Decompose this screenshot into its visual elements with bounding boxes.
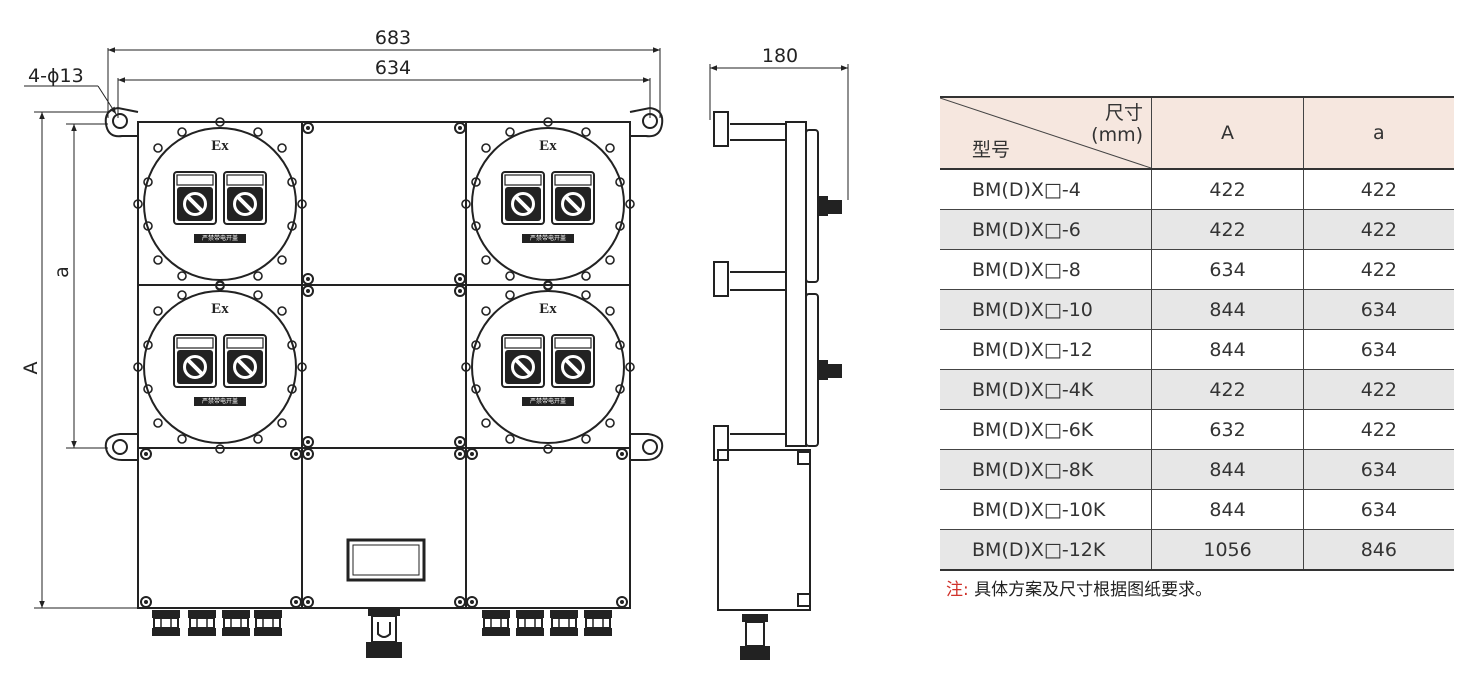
value-A-cell: 844 xyxy=(1151,489,1304,530)
corner-diagonal xyxy=(940,98,1151,168)
model-cell: BM(D)X□-12K xyxy=(940,529,1152,571)
column-header-a: a xyxy=(1302,96,1454,170)
value-a-cell: 634 xyxy=(1302,289,1454,330)
value-A-cell: 634 xyxy=(1151,249,1304,290)
side-view: 180 xyxy=(709,45,849,660)
warning-plate-text: 严禁带电开盖 xyxy=(202,397,238,405)
table-row: BM(D)X□-10K 844 634 xyxy=(940,489,1454,530)
model-cell: BM(D)X□-12 xyxy=(940,329,1152,370)
dim-hole-spacing: 634 xyxy=(117,57,651,118)
mounting-ears xyxy=(104,106,664,461)
table-row: BM(D)X□-10 844 634 xyxy=(940,289,1454,330)
note-label: 注: xyxy=(946,580,969,600)
warning-plate-text: 严禁带电开盖 xyxy=(530,234,566,242)
dim-side-depth: 180 xyxy=(709,45,849,200)
table-row: BM(D)X□-8 634 422 xyxy=(940,249,1454,290)
model-cell: BM(D)X□-6K xyxy=(940,409,1152,450)
table-row: BM(D)X□-12K 1056 846 xyxy=(940,529,1454,571)
table-row: BM(D)X□-12 844 634 xyxy=(940,329,1454,370)
column-header-A: A xyxy=(1151,96,1304,170)
value-A-cell: 422 xyxy=(1151,369,1304,410)
table-row: BM(D)X□-4K 422 422 xyxy=(940,369,1454,410)
value-A-cell: 632 xyxy=(1151,409,1304,450)
corner-model-label: 型号 xyxy=(972,139,1011,161)
ex-mark: Ex xyxy=(539,301,557,317)
model-cell: BM(D)X□-4 xyxy=(940,169,1152,210)
value-A-cell: 1056 xyxy=(1151,529,1304,571)
overall-width-label: 683 xyxy=(375,27,411,49)
ex-mark: Ex xyxy=(211,138,229,154)
dim-inner-height: a xyxy=(51,123,108,449)
table-header-row: 尺寸 (mm) 型号 A a xyxy=(940,96,1454,170)
table-corner-cell: 尺寸 (mm) 型号 xyxy=(940,96,1152,170)
model-cell: BM(D)X□-6 xyxy=(940,209,1152,250)
dim-hole-spec: 4-ϕ13 xyxy=(24,65,117,115)
value-A-cell: 422 xyxy=(1151,169,1304,210)
ex-mark: Ex xyxy=(539,138,557,154)
dim-overall-width: 683 xyxy=(107,27,661,118)
value-a-cell: 422 xyxy=(1302,169,1454,210)
value-A-cell: 844 xyxy=(1151,329,1304,370)
value-A-cell: 422 xyxy=(1151,209,1304,250)
hole-spec-label: 4-ϕ13 xyxy=(28,65,84,87)
note-text: 具体方案及尺寸根据图纸要求。 xyxy=(974,580,1213,600)
main-gland xyxy=(366,608,402,658)
value-a-cell: 846 xyxy=(1302,529,1454,571)
model-cell: BM(D)X□-4K xyxy=(940,369,1152,410)
value-a-cell: 634 xyxy=(1302,449,1454,490)
value-a-cell: 422 xyxy=(1302,209,1454,250)
model-cell: BM(D)X□-8K xyxy=(940,449,1152,490)
corner-unit-label: (mm) xyxy=(1091,124,1143,146)
value-a-cell: 634 xyxy=(1302,489,1454,530)
hole-spacing-label: 634 xyxy=(375,57,411,79)
front-view: Ex Ex Ex Ex 严禁带电开盖 严禁带电开盖 严禁带电开盖 严禁带电开盖 xyxy=(134,118,634,658)
dim-overall-height: A xyxy=(20,111,138,609)
value-a-cell: 634 xyxy=(1302,329,1454,370)
table-row: BM(D)X□-4 422 422 xyxy=(940,169,1454,210)
value-a-cell: 422 xyxy=(1302,409,1454,450)
table-row: BM(D)X□-6K 632 422 xyxy=(940,409,1454,450)
warning-plate-text: 严禁带电开盖 xyxy=(530,397,566,405)
table-row: BM(D)X□-6 422 422 xyxy=(940,209,1454,250)
corner-dimension-label: 尺寸 xyxy=(1104,102,1143,124)
warning-plate-text: 严禁带电开盖 xyxy=(202,234,238,242)
model-cell: BM(D)X□-8 xyxy=(940,249,1152,290)
footnote: 注: 具体方案及尺寸根据图纸要求。 xyxy=(946,575,1212,600)
inner-height-label: a xyxy=(51,266,73,278)
value-A-cell: 844 xyxy=(1151,449,1304,490)
overall-height-label: A xyxy=(20,362,42,375)
table-row: BM(D)X□-8K 844 634 xyxy=(940,449,1454,490)
ex-mark: Ex xyxy=(211,301,229,317)
spec-table: 尺寸 (mm) 型号 A a BM(D)X□-4 422 422 BM(D)X□… xyxy=(940,96,1454,571)
side-depth-label: 180 xyxy=(762,45,798,67)
value-A-cell: 844 xyxy=(1151,289,1304,330)
value-a-cell: 422 xyxy=(1302,369,1454,410)
technical-drawing: 683 634 4-ϕ13 a A xyxy=(20,27,849,660)
value-a-cell: 422 xyxy=(1302,249,1454,290)
model-cell: BM(D)X□-10 xyxy=(940,289,1152,330)
model-cell: BM(D)X□-10K xyxy=(940,489,1152,530)
